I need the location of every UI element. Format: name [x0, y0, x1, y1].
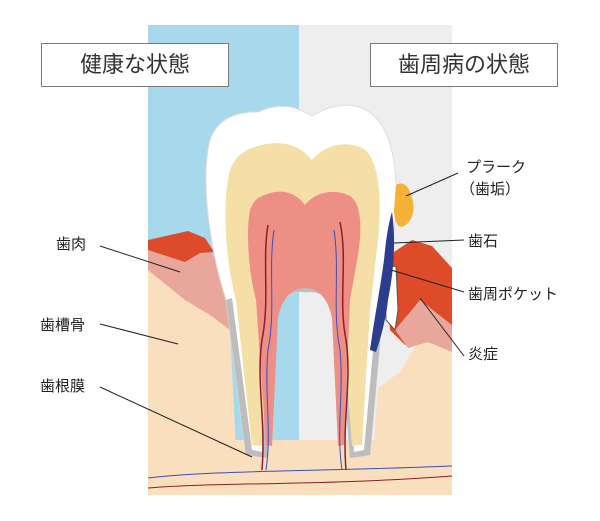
label-inflammation: 炎症 [468, 345, 499, 363]
leader-plaque [405, 172, 459, 197]
label-plaque: プラーク （歯垢） [460, 156, 527, 200]
nerve-right [339, 221, 349, 471]
label-pocket: 歯周ポケット [468, 285, 559, 303]
leader-inflammation [419, 297, 465, 357]
leader-gum [99, 245, 181, 273]
label-pdl: 歯根膜 [40, 377, 86, 395]
vessel-right [333, 229, 343, 471]
healthy-gum [148, 233, 230, 330]
title-disease: 歯周病の状態 [370, 43, 558, 87]
pulp [248, 191, 361, 446]
leader-pdl [99, 386, 253, 458]
base-line-red [147, 475, 453, 489]
label-plaque-main: プラーク [466, 158, 527, 176]
healthy-gum-edge [148, 231, 214, 262]
inflamed-gum-inner [395, 300, 452, 352]
calculus [370, 212, 395, 352]
label-calculus: 歯石 [468, 232, 499, 250]
label-plaque-sub: （歯垢） [460, 180, 521, 198]
label-gum: 歯肉 [56, 235, 87, 253]
vessel-left [265, 229, 275, 471]
title-healthy: 健康な状態 [41, 43, 229, 87]
label-alveolar-bone: 歯槽骨 [40, 316, 86, 334]
leader-calculus [393, 239, 465, 244]
leader-pocket [390, 269, 465, 293]
base-line-blue [147, 465, 453, 479]
nerve-left [259, 224, 269, 471]
leader-bone [99, 323, 179, 345]
